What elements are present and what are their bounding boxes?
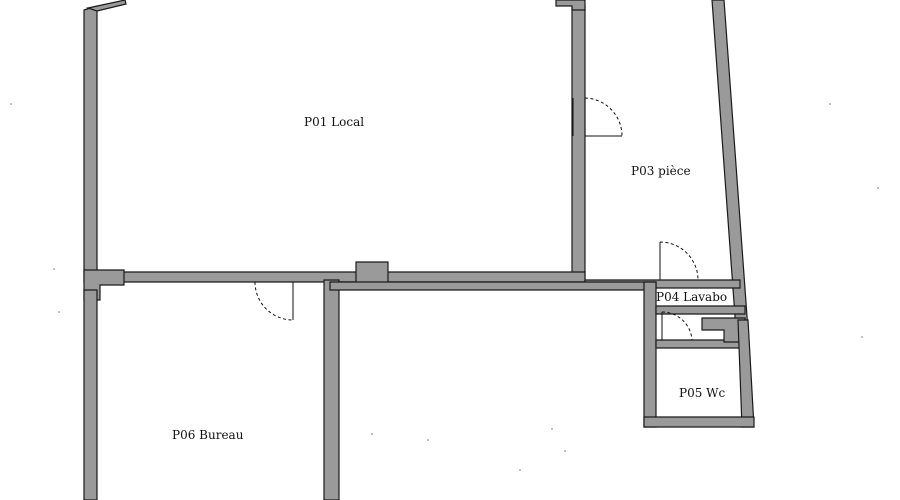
speck — [371, 433, 373, 435]
wall-p01-top — [85, 0, 127, 12]
door-arc-p06 — [254, 281, 294, 321]
wall-middle-top — [329, 281, 657, 291]
door-arc-p03-p04 — [659, 241, 699, 281]
room-labels: P01 Local P03 pièce P04 Lavabo P05 Wc P0… — [172, 115, 727, 442]
speck — [877, 187, 879, 189]
speck — [519, 469, 521, 471]
room-label-p01: P01 Local — [304, 115, 364, 129]
wall-p05-bottom — [643, 416, 755, 428]
speck — [53, 268, 55, 270]
speck — [861, 336, 863, 338]
wall-p01-right — [571, 5, 586, 283]
speck — [551, 428, 553, 430]
speck — [58, 311, 60, 313]
scan-specks — [10, 103, 879, 471]
speck — [427, 439, 429, 441]
wall-p04-left — [643, 281, 657, 428]
wall-p04-separator — [655, 305, 746, 315]
speck — [564, 450, 566, 452]
doors — [254, 97, 699, 341]
room-label-p04: P04 Lavabo — [656, 290, 727, 304]
room-label-p06: P06 Bureau — [172, 428, 244, 442]
wall-column-middle — [355, 261, 389, 285]
walls — [83, 0, 755, 500]
speck — [829, 103, 831, 105]
room-label-p05: P05 Wc — [679, 386, 725, 400]
wall-notch-top — [555, 0, 586, 11]
door-arc-p01-p03 — [584, 97, 623, 137]
door-arc-p04-p05 — [661, 311, 693, 341]
room-label-p03: P03 pièce — [631, 164, 691, 178]
wall-p04-notch — [701, 317, 746, 343]
wall-p06-left — [83, 289, 98, 500]
wall-p01-left — [83, 5, 98, 273]
wall-p06-right — [323, 279, 340, 500]
wall-p05-right — [737, 319, 755, 428]
speck — [10, 103, 12, 105]
